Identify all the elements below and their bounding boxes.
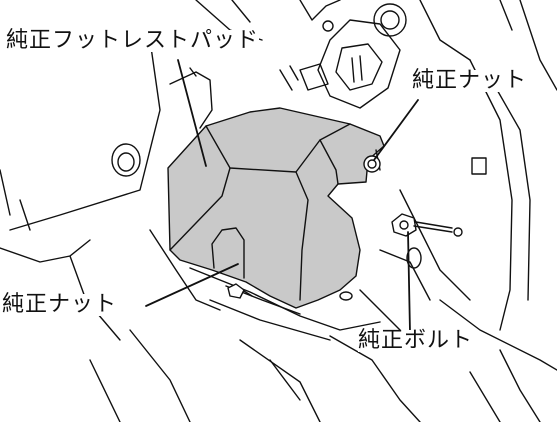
floor-lines (89, 247, 431, 422)
leader-nut-left (145, 263, 239, 307)
right-nut-part (363, 155, 381, 173)
nut-right-label: 純正ナット (412, 68, 528, 93)
leader-footrest (177, 59, 207, 167)
leader-nut-right (373, 99, 419, 161)
bolt-label: 純正ボルト (358, 328, 474, 353)
left-nut-part (227, 283, 245, 299)
footrest-pad (167, 107, 385, 315)
right-frame (399, 0, 557, 422)
footrest-pad-label: 純正フットレストパッド (6, 28, 260, 53)
nut-left-label: 純正ナット (2, 292, 118, 317)
bolt-part (391, 213, 453, 237)
leader-bolt (407, 231, 411, 333)
